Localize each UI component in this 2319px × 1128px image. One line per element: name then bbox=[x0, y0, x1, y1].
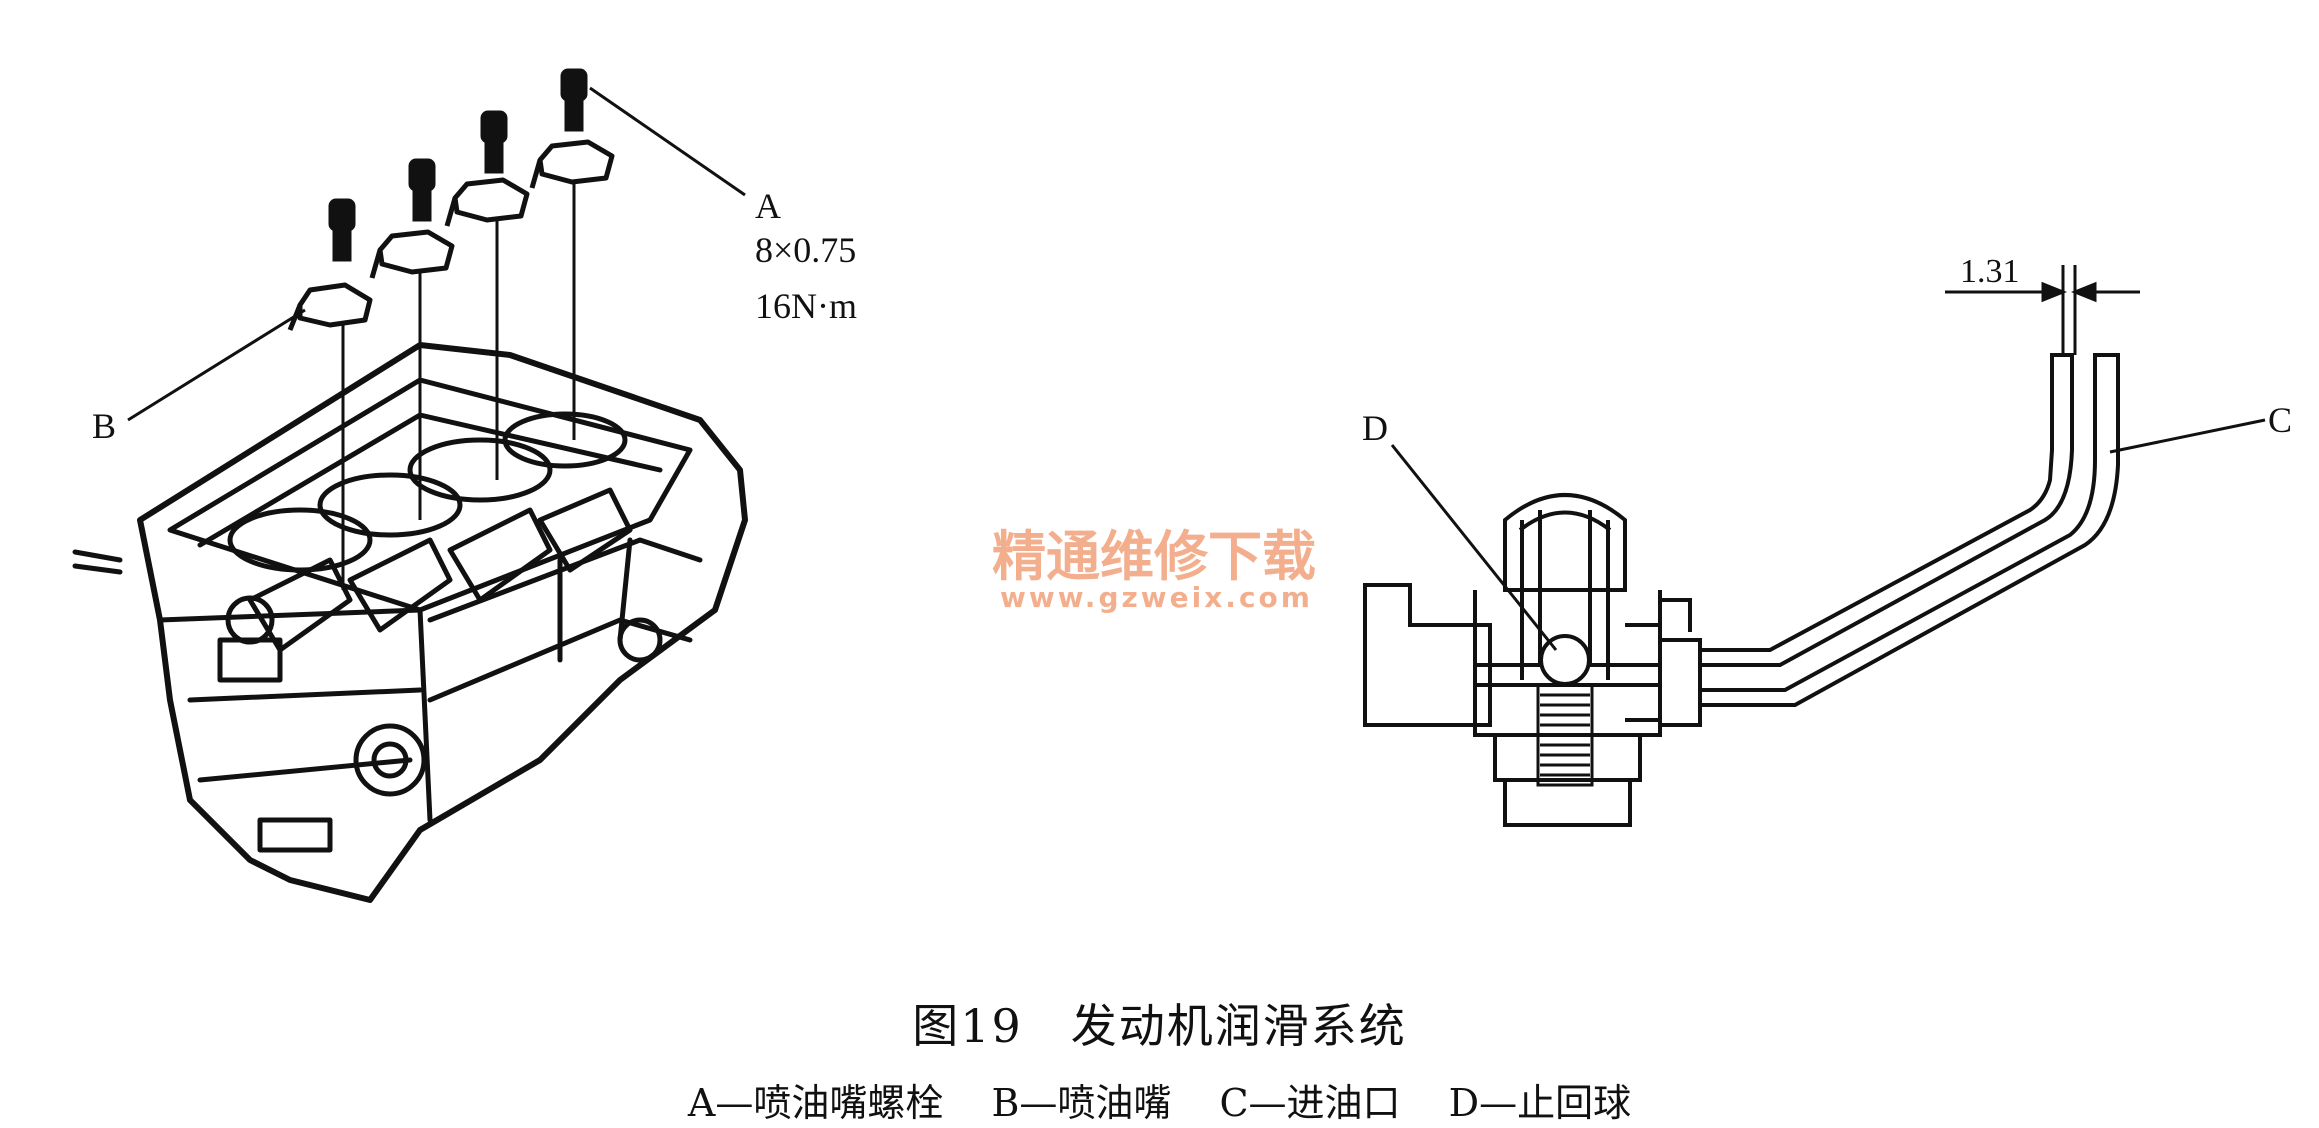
leader-lines bbox=[127, 86, 746, 422]
watermark-url: www.gzweix.com bbox=[1000, 581, 1313, 614]
dimension-marker bbox=[1945, 265, 2140, 355]
section-leader-lines bbox=[1390, 418, 2266, 651]
label-a: A bbox=[755, 186, 781, 226]
watermark-text: 精通维修下载 bbox=[992, 525, 1316, 588]
label-a-torque: 16N·m bbox=[755, 286, 857, 326]
figure-legend: A—喷油嘴螺栓 B—喷油嘴 C—进油口 D—止回球 bbox=[0, 1072, 2319, 1127]
legend-item-d: D—止回球 bbox=[1448, 1081, 1632, 1125]
check-ball bbox=[1539, 634, 1591, 686]
dimension-label: 1.31 bbox=[1960, 253, 2020, 290]
alignment-lines bbox=[341, 182, 576, 590]
label-d: D bbox=[1362, 408, 1388, 448]
legend-item-b: B—喷油嘴 bbox=[991, 1081, 1172, 1125]
label-c: C bbox=[2268, 400, 2292, 440]
legend-item-c: C—进油口 bbox=[1219, 1081, 1401, 1125]
oil-jet-nozzles bbox=[287, 139, 615, 331]
spring-coils bbox=[1540, 693, 1590, 777]
label-b: B bbox=[92, 406, 116, 446]
label-a-thread: 8×0.75 bbox=[755, 230, 856, 270]
engine-block-drawing bbox=[72, 342, 748, 903]
figure-caption-title: 图19 发动机润滑系统 bbox=[912, 999, 1407, 1053]
nozzle-cross-section bbox=[1363, 353, 2120, 827]
legend-item-a: A—喷油嘴螺栓 bbox=[687, 1081, 944, 1125]
nozzle-bolts bbox=[328, 68, 588, 262]
